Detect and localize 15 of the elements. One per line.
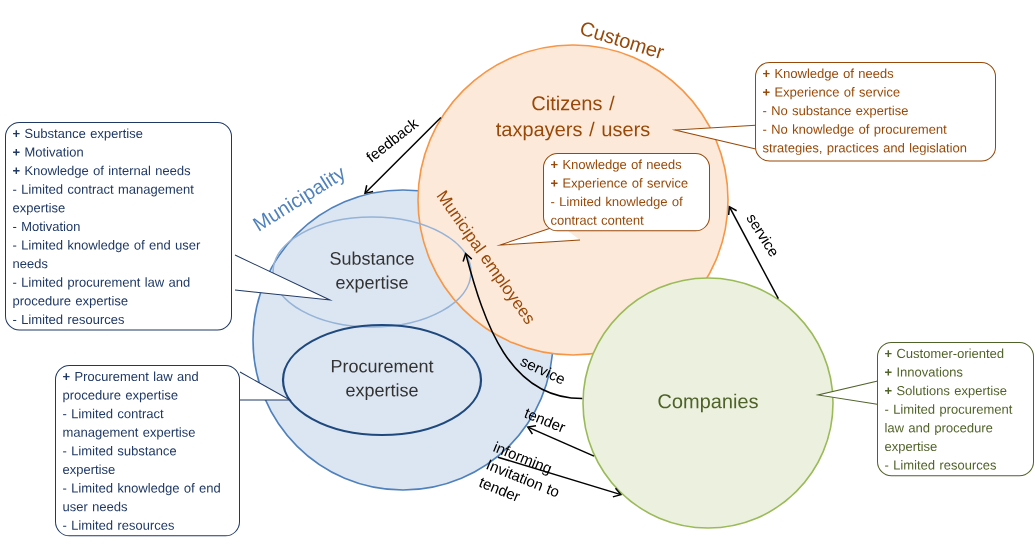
arrow	[526, 425, 595, 457]
arrow	[462, 252, 584, 400]
edge-label: tender	[524, 408, 566, 432]
callout-bubble: + Knowledge of needs + Experience of service - Limited knowledge of contract content	[499, 153, 710, 246]
callout-bubble: + Knowledge of needs + Experience of service - No substance expertise - No knowledge of procurement strategies, practices and legislation	[674, 62, 996, 162]
callout-bubble: + Procurement law and procedure expertise - Limited contract management expertise - Limited substance expertise - Limited knowledge of end user needs - Limited resources	[55, 365, 291, 537]
callout-bubble: + Customer-oriented + Innovations + Solutions expertise - Limited procurement law and procedure expertise - Limited resources	[817, 342, 1034, 477]
node-label: + Innovations	[885, 367, 963, 377]
arrow	[497, 456, 623, 498]
node-label: - Limited resources	[885, 460, 997, 470]
node-label: + Customer-oriented	[885, 348, 1004, 359]
arrow	[727, 205, 780, 300]
arrow	[363, 116, 442, 195]
node-label: + Solutions expertise	[885, 385, 1007, 398]
node-label: - Limited procurement law and procedure expertise	[885, 404, 1013, 454]
